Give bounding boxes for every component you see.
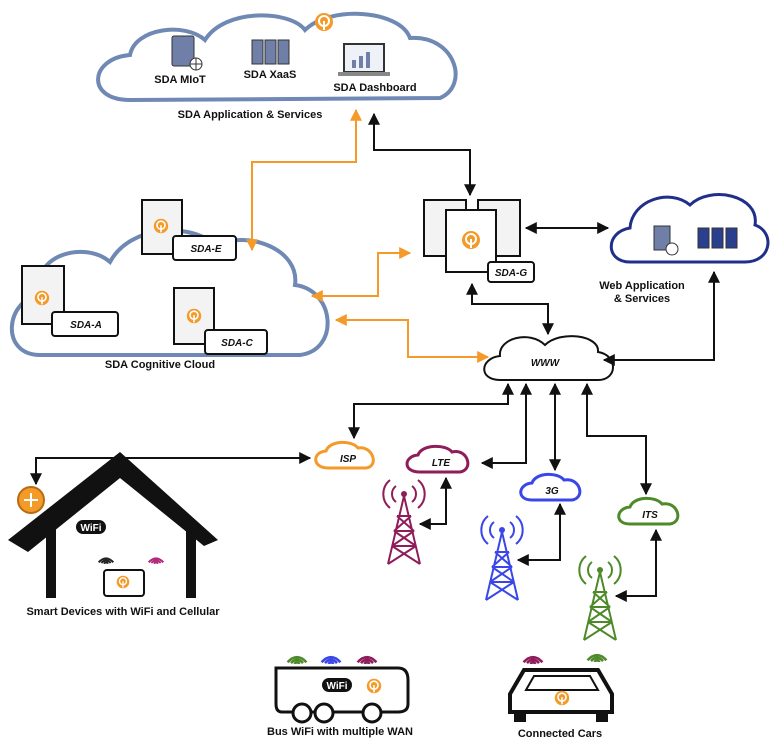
bus-lte-waves-icon	[356, 655, 378, 664]
wifi-badge-icon	[76, 520, 106, 534]
lte-cloud: LTE	[405, 444, 470, 474]
www-label: WWW	[531, 358, 561, 369]
sda-a-label: SDA-A	[70, 320, 102, 331]
smart-devices-caption: Smart Devices with WiFi and Cellular	[26, 606, 220, 618]
3g-cloud: 3G	[519, 472, 582, 502]
internet-cloud: WWW	[483, 335, 614, 381]
top-cloud: SDA MIoT SDA XaaS SDA Dashboard	[96, 11, 458, 103]
bus-its-waves-icon	[286, 655, 308, 664]
sda-g-label: SDA-G	[495, 268, 527, 279]
connectors	[30, 108, 720, 602]
sda-a-node: SDA-A	[21, 265, 119, 337]
bus: WiFi	[274, 655, 410, 724]
server-icon	[171, 35, 203, 71]
3g-tower-icon	[480, 515, 524, 601]
car-its-waves-icon	[586, 653, 608, 662]
lte-label: LTE	[432, 458, 450, 469]
sda-miot-label: SDA MIoT	[154, 74, 206, 86]
home-wifi-label: WiFi	[80, 523, 101, 534]
smart-home: WiFi	[8, 452, 218, 598]
car-lte-waves-icon	[522, 655, 544, 664]
sda-e-node: SDA-E	[141, 199, 237, 261]
car-caption: Connected Cars	[518, 728, 602, 740]
web-cloud	[609, 193, 770, 264]
wifi-waves-icon	[97, 557, 115, 564]
dashboard-laptop-icon	[338, 43, 390, 76]
bus-3g-waves-icon	[320, 655, 342, 664]
top-cloud-title: SDA Application & Services	[178, 109, 323, 121]
sda-xaas-label: SDA XaaS	[244, 69, 297, 81]
its-tower-icon	[578, 555, 622, 641]
sda-logo-icon	[314, 12, 334, 32]
its-cloud: ITS	[617, 496, 680, 526]
bus-caption: Bus WiFi with multiple WAN	[267, 726, 413, 738]
3g-label: 3G	[545, 486, 559, 497]
connected-car	[508, 653, 614, 722]
isp-cloud: ISP	[314, 440, 375, 470]
cellular-waves-icon	[147, 557, 165, 564]
web-cloud-title-line1: Web Application	[599, 280, 685, 292]
sda-dashboard-label: SDA Dashboard	[333, 82, 416, 94]
sda-e-label: SDA-E	[190, 244, 221, 255]
cognitive-cloud-title: SDA Cognitive Cloud	[105, 359, 215, 371]
lte-tower-icon	[382, 479, 426, 565]
web-cloud-title-line2: & Services	[614, 293, 670, 305]
sda-g-gateway: SDA-G	[423, 199, 535, 283]
sda-c-label: SDA-C	[221, 338, 253, 349]
sda-c-node: SDA-C	[173, 287, 268, 355]
bus-wifi-label: WiFi	[326, 681, 347, 692]
its-label: ITS	[642, 510, 658, 521]
rack-servers-icon	[251, 39, 290, 65]
isp-label: ISP	[340, 454, 356, 465]
